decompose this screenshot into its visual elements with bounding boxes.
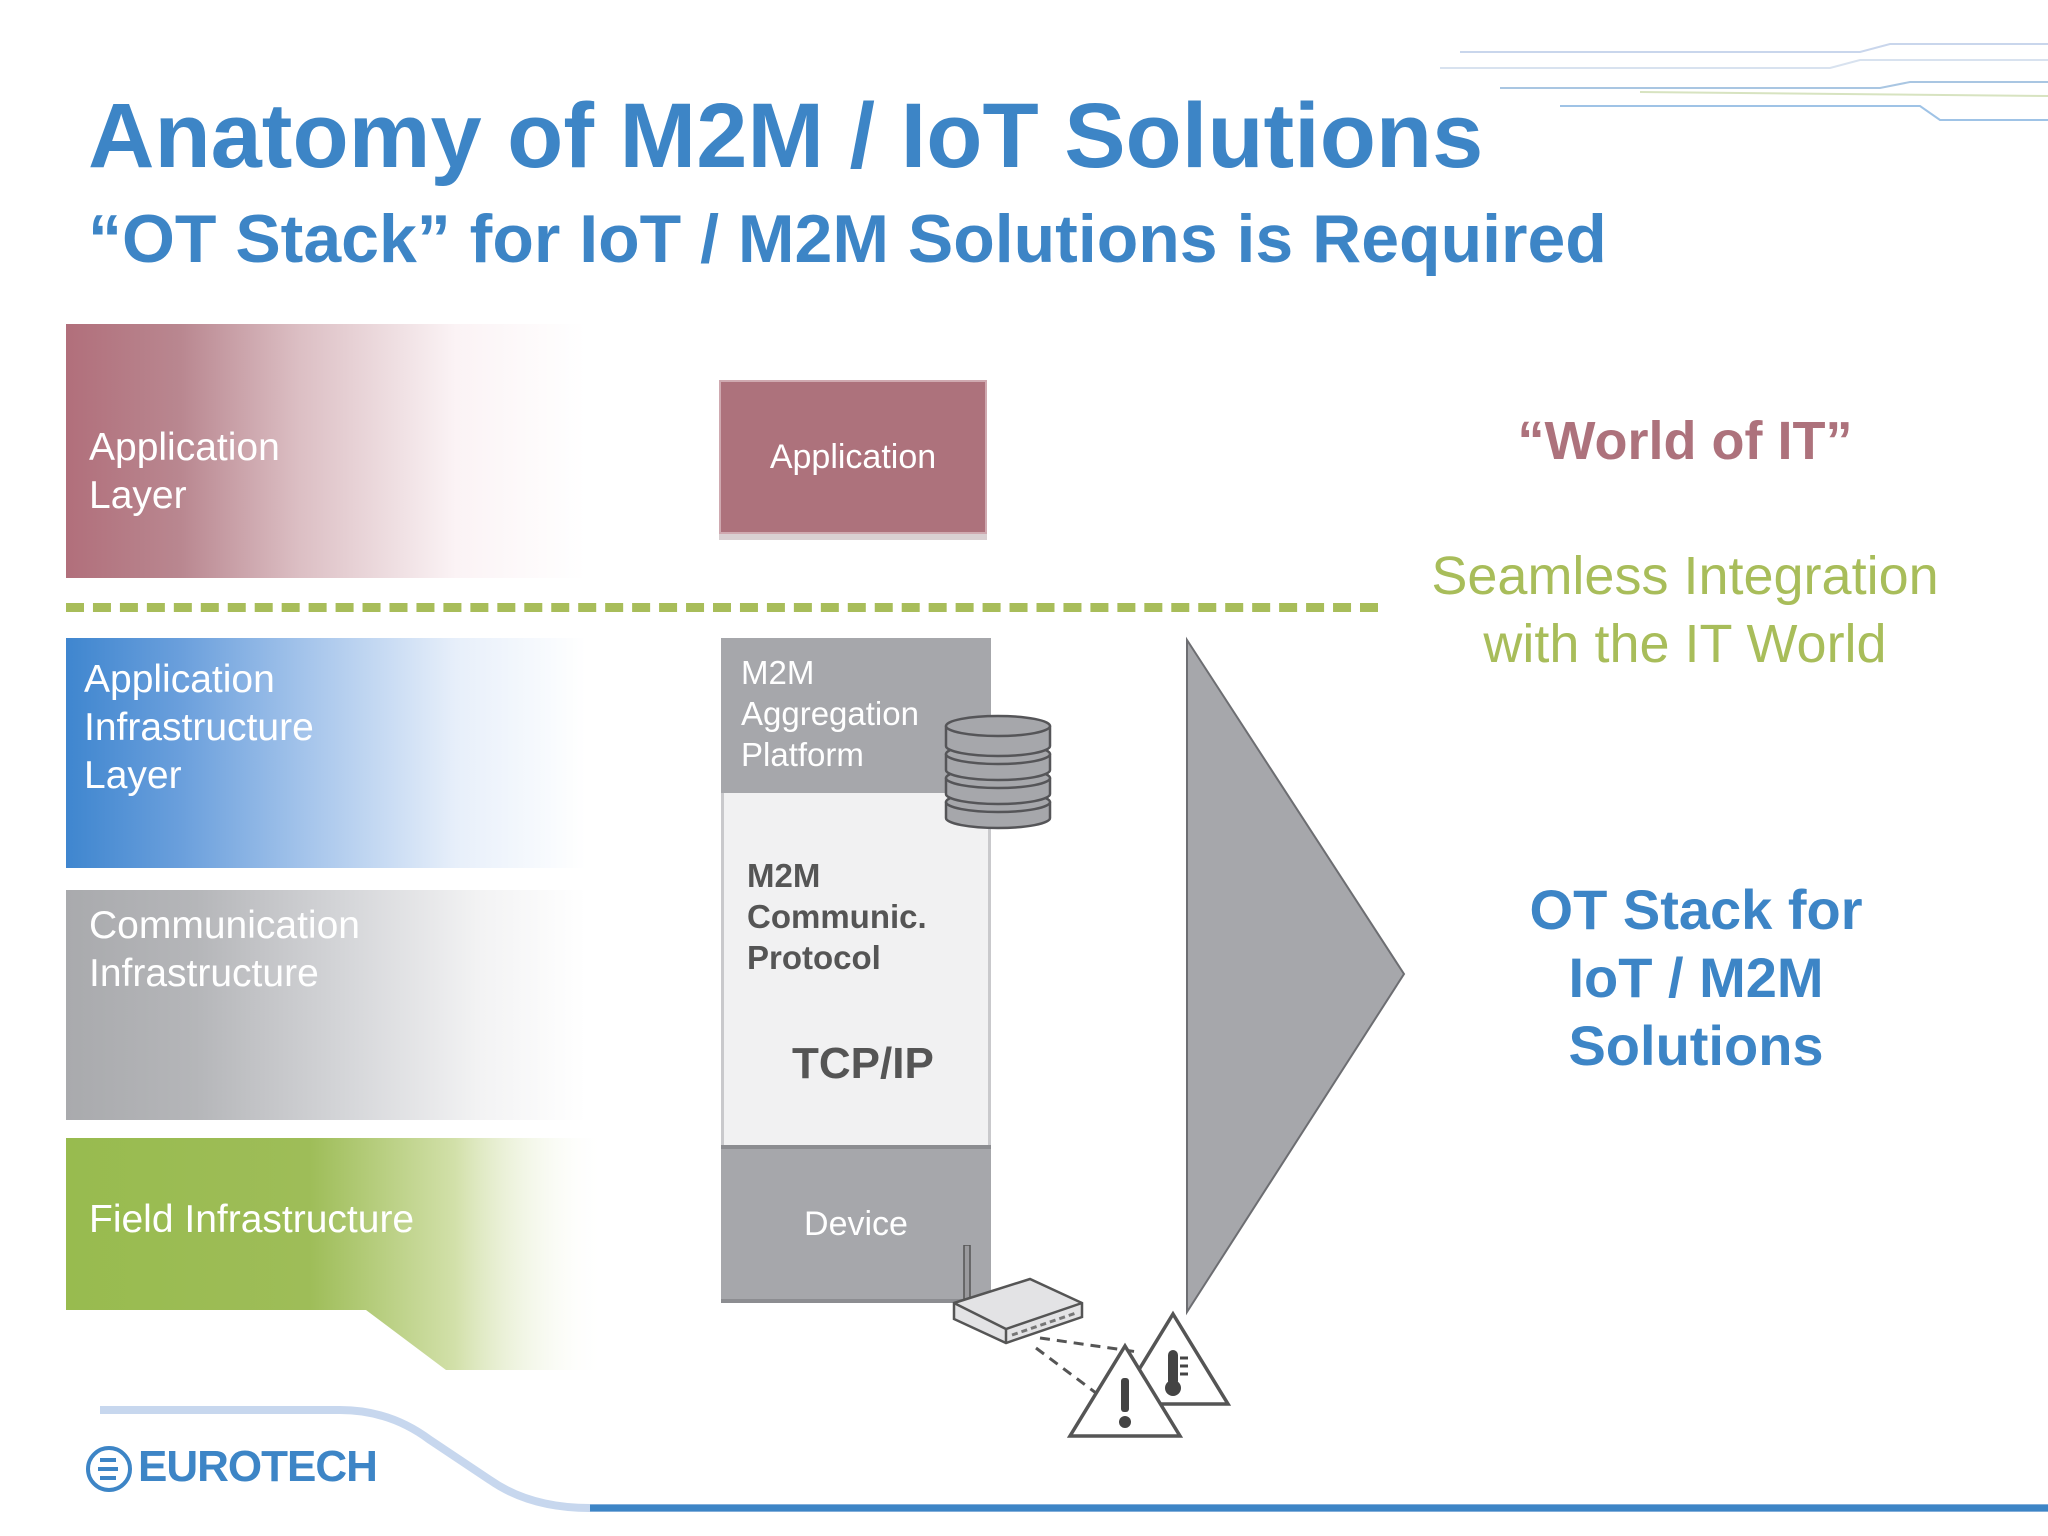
application-box: Application (719, 380, 987, 534)
page-subtitle: “OT Stack” for IoT / M2M Solutions is Re… (88, 201, 1607, 277)
ot-stack-bracket-triangle (1186, 636, 1406, 1316)
world-of-it-label: “World of IT” (1517, 411, 1853, 471)
decorative-lines-top (1440, 43, 2048, 121)
database-icon (944, 714, 1052, 830)
communication-infrastructure-band: Communication Infrastructure (66, 890, 586, 1120)
footer-swoosh-line (100, 1406, 2048, 1512)
application-layer-label: Application Layer (89, 426, 280, 517)
warning-alert-icon (1066, 1342, 1184, 1438)
seamless-integration-label: Seamless Integration with the IT World (1431, 546, 1939, 674)
eurotech-logo-text: EUROTECH (138, 1442, 378, 1491)
device-label: Device (804, 1204, 908, 1243)
router-icon (952, 1245, 1084, 1345)
field-infrastructure-label: Field Infrastructure (89, 1198, 415, 1241)
application-box-label: Application (769, 437, 937, 476)
application-infrastructure-label: Application Infrastructure Layer (84, 658, 314, 797)
it-boundary-dashed-line (66, 603, 1378, 612)
tcpip-label: TCP/IP (792, 1039, 934, 1088)
field-infrastructure-band (66, 1138, 606, 1370)
sensor-connector-lines (1035, 1336, 1139, 1398)
ot-stack-label: OT Stack for IoT / M2M Solutions (1529, 878, 1863, 1077)
page-title: Anatomy of M2M / IoT Solutions (88, 85, 1484, 187)
communication-infrastructure-label: Communication Infrastructure (89, 904, 360, 995)
application-layer-band: Application Layer (66, 324, 586, 578)
device-box: Device (721, 1145, 991, 1303)
aggregation-platform-box: M2M Aggregation Platform (721, 638, 991, 793)
communication-protocol-label: M2M Communic. Protocol (747, 857, 927, 976)
eurotech-logo-icon (86, 1446, 132, 1492)
aggregation-platform-label: M2M Aggregation Platform (741, 654, 919, 773)
protocol-box: M2M Communic. Protocol TCP/IP (721, 793, 991, 1145)
application-infrastructure-band: Application Infrastructure Layer (66, 638, 586, 868)
